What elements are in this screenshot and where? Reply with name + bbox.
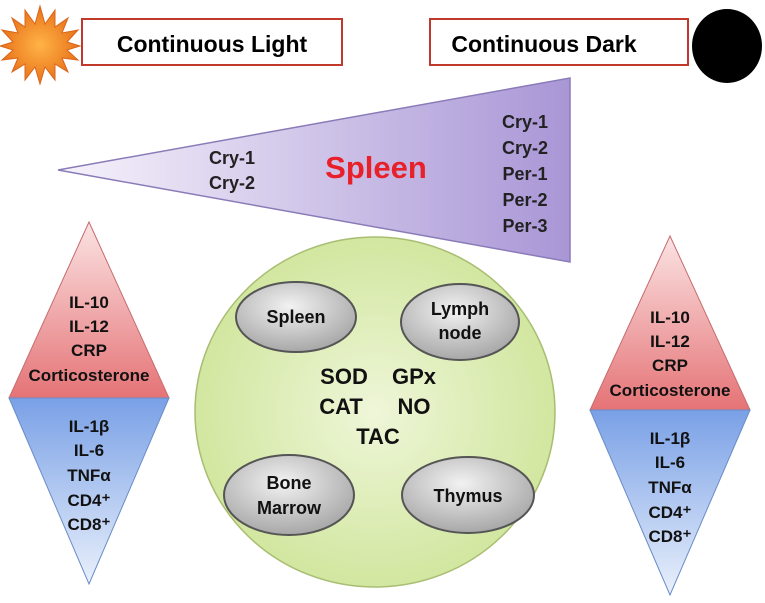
left-lower-marker: IL-6 <box>74 441 104 460</box>
gpx-marker: GPx <box>392 364 437 389</box>
continuous-light-label: Continuous Light <box>117 31 308 57</box>
right-upper-marker: IL-12 <box>650 332 690 351</box>
dark-gene-label: Per-1 <box>502 164 547 184</box>
dark-gene-label: Per-2 <box>502 190 547 210</box>
dark-gene-label: Per-3 <box>502 216 547 236</box>
left-upper-marker: CRP <box>71 341 107 360</box>
sod-marker: SOD <box>320 364 368 389</box>
lymph-node-oval <box>400 283 520 361</box>
right-lower-marker: IL-1β <box>650 429 691 448</box>
left-lower-marker: IL-1β <box>69 417 110 436</box>
bone-marrow-label: Marrow <box>257 498 322 518</box>
left-upper-marker: IL-12 <box>69 317 109 336</box>
right-upper-marker: CRP <box>652 356 688 375</box>
left-lower-triangle <box>8 397 170 586</box>
cat-marker: CAT <box>319 394 363 419</box>
spleen-wedge-title: Spleen <box>325 150 427 185</box>
continuous-light-box <box>81 18 343 66</box>
tac-marker: TAC <box>356 424 400 449</box>
dark-gene-label: Cry-2 <box>502 138 548 158</box>
thymus-label: Thymus <box>433 486 502 506</box>
bone-marrow-oval <box>223 454 355 536</box>
lymph-node-label: node <box>439 323 482 343</box>
left-lower-marker: CD8⁺ <box>68 515 111 534</box>
moon-icon <box>692 9 762 83</box>
spleen-organ-label: Spleen <box>266 307 325 327</box>
light-gene-label: Cry-1 <box>209 148 255 168</box>
lymph-node-label: Lymph <box>431 299 489 319</box>
left-upper-marker: Corticosterone <box>29 366 150 385</box>
continuous-dark-label: Continuous Dark <box>451 31 636 57</box>
right-lower-triangle <box>589 409 751 597</box>
continuous-dark-box <box>429 18 689 66</box>
no-marker: NO <box>398 394 431 419</box>
sun-icon <box>0 4 82 86</box>
center-circle <box>194 236 556 588</box>
right-lower-marker: CD4⁺ <box>649 503 692 522</box>
right-lower-marker: TNFα <box>648 478 692 497</box>
dark-gene-label: Cry-1 <box>502 112 548 132</box>
left-lower-marker: TNFα <box>67 466 111 485</box>
light-gene-label: Cry-2 <box>209 173 255 193</box>
spleen-gene-wedge <box>57 77 571 263</box>
bone-marrow-label: Bone <box>267 473 312 493</box>
right-upper-marker: Corticosterone <box>610 381 731 400</box>
right-upper-marker: IL-10 <box>650 308 690 327</box>
left-lower-marker: CD4⁺ <box>68 491 111 510</box>
right-lower-marker: CD8⁺ <box>649 527 692 546</box>
spleen-organ-oval <box>235 281 357 353</box>
left-upper-marker: IL-10 <box>69 293 109 312</box>
thymus-oval <box>401 456 535 534</box>
right-lower-marker: IL-6 <box>655 453 685 472</box>
